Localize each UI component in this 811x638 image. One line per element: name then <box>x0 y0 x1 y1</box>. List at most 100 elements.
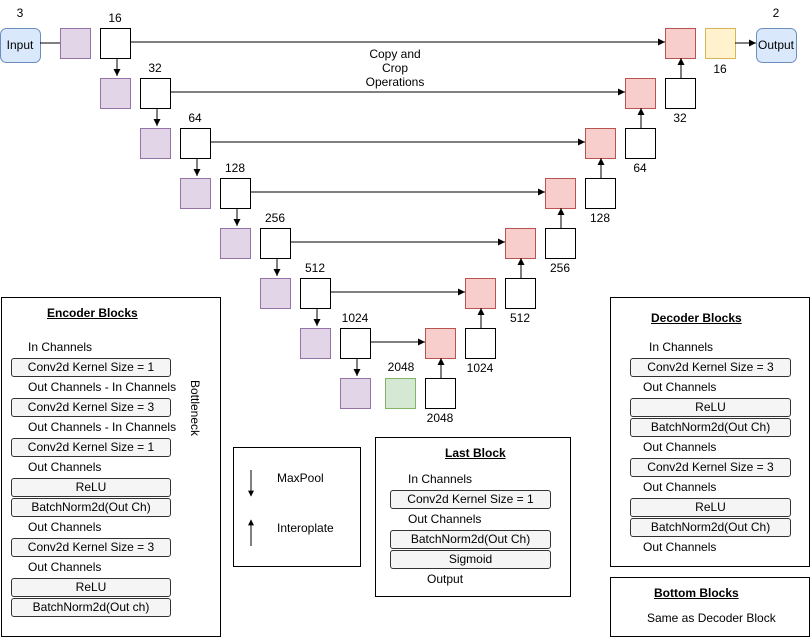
encoder-step-label: Out Channels <box>28 520 102 534</box>
encoder-channel-label: 128 <box>225 161 245 175</box>
last-step-label: In Channels <box>408 472 473 486</box>
decoder-channel-label: 1024 <box>467 361 494 375</box>
bottom-blocks-text: Same as Decoder Block <box>647 611 776 625</box>
decoder-step-label: Out Channels <box>643 380 717 394</box>
decoder-step-box: BatchNorm2d(Out Ch) <box>630 518 791 537</box>
encoder-channel-label: 32 <box>148 61 162 75</box>
maxpool-block <box>140 128 171 159</box>
decoder-step-box: BatchNorm2d(Out Ch) <box>630 418 791 437</box>
decoder-block <box>545 228 576 259</box>
encoder-block <box>180 128 211 159</box>
decoder-channel-label: 64 <box>633 161 647 175</box>
encoder-step-box: ReLU <box>11 578 171 597</box>
decoder-concat-block <box>505 228 536 259</box>
decoder-channel-label: 32 <box>673 111 687 125</box>
encoder-channel-label: 64 <box>188 111 202 125</box>
decoder-block <box>505 278 536 309</box>
decoder-block <box>465 328 496 359</box>
encoder-block <box>220 178 251 209</box>
copy-crop-label: Crop <box>382 61 408 75</box>
maxpool-block <box>260 278 291 309</box>
decoder-channel-label: 128 <box>590 211 610 225</box>
maxpool-block <box>60 28 91 59</box>
decoder-channel-label: 2048 <box>427 411 454 425</box>
decoder-step-label: Out Channels <box>643 540 717 554</box>
output-label: Output <box>758 38 795 52</box>
decoder-concat-block <box>665 28 696 59</box>
bottom-blocks-title: Bottom Blocks <box>654 586 739 600</box>
maxpool-block <box>100 78 131 109</box>
decoder-step-box: Conv2d Kernel Size = 3 <box>630 458 791 477</box>
last-step-label: Output <box>427 572 464 586</box>
decoder-block <box>665 78 696 109</box>
bottleneck-channel-label: 2048 <box>388 360 415 374</box>
encoder-step-box: Conv2d Kernel Size = 3 <box>11 538 171 557</box>
decoder-concat-block <box>425 328 456 359</box>
encoder-step-label: Out Channels - In Channels <box>28 380 177 394</box>
last-block-title: Last Block <box>445 446 506 460</box>
encoder-step-label: Out Channels <box>28 460 102 474</box>
encoder-channel-label: 256 <box>265 211 285 225</box>
encoder-step-label: In Channels <box>28 340 93 354</box>
bottleneck-label: Bottleneck <box>188 380 202 437</box>
input-channels-label: 3 <box>17 6 24 20</box>
encoder-block <box>140 78 171 109</box>
decoder-concat-block <box>585 128 616 159</box>
decoder-step-label: Out Channels <box>643 440 717 454</box>
decoder-step-box: ReLU <box>630 398 791 417</box>
maxpool-block <box>180 178 211 209</box>
decoder-channel-label: 256 <box>550 261 570 275</box>
encoder-blocks-title: Encoder Blocks <box>47 306 138 320</box>
maxpool-block <box>340 378 371 409</box>
interpolate-label: Interoplate <box>277 521 334 535</box>
decoder-step-label: In Channels <box>649 340 714 354</box>
output-node <box>756 28 797 63</box>
maxpool-label: MaxPool <box>277 471 324 485</box>
last-block-channel-label: 16 <box>713 62 727 76</box>
decoder-step-label: Out Channels <box>643 480 717 494</box>
encoder-block <box>100 28 131 59</box>
decoder-concat-block <box>465 278 496 309</box>
maxpool-block <box>220 228 251 259</box>
encoder-channel-label: 1024 <box>342 311 369 325</box>
encoder-step-box: ReLU <box>11 478 171 497</box>
output-channels-label: 2 <box>773 6 780 20</box>
arrow-legend: MaxPool Interoplate <box>233 447 361 567</box>
legend-arrows <box>248 470 254 546</box>
last-step-box: Conv2d Kernel Size = 1 <box>390 490 551 509</box>
encoder-block <box>260 228 291 259</box>
encoder-channel-label: 16 <box>108 11 122 25</box>
encoder-step-label: Out Channels - In Channels <box>28 420 177 434</box>
last-step-box: Sigmoid <box>390 550 551 569</box>
encoder-step-box: Conv2d Kernel Size = 3 <box>11 398 171 417</box>
decoder-block <box>425 378 456 409</box>
decoder-blocks-title: Decoder Blocks <box>651 311 742 325</box>
input-label: Input <box>7 38 34 52</box>
encoder-block <box>300 278 331 309</box>
encoder-step-box: Conv2d Kernel Size = 1 <box>11 358 171 377</box>
bottleneck-block <box>385 378 416 409</box>
input-node <box>0 28 41 63</box>
bottom-blocks-panel: Bottom Blocks Same as Decoder Block <box>610 577 810 637</box>
decoder-block <box>585 178 616 209</box>
last-step-box: BatchNorm2d(Out Ch) <box>390 530 551 549</box>
decoder-concat-block <box>545 178 576 209</box>
maxpool-block <box>300 328 331 359</box>
decoder-step-box: Conv2d Kernel Size = 3 <box>630 358 791 377</box>
encoder-step-box: Conv2d Kernel Size = 1 <box>11 438 171 457</box>
copy-crop-label: Copy and <box>369 47 420 61</box>
encoder-channel-label: 512 <box>305 261 325 275</box>
encoder-block <box>340 328 371 359</box>
decoder-channel-label: 512 <box>510 311 530 325</box>
last-block <box>705 28 736 59</box>
decoder-step-box: ReLU <box>630 498 791 517</box>
decoder-concat-block <box>625 78 656 109</box>
last-step-label: Out Channels <box>408 512 482 526</box>
encoder-step-box: BatchNorm2d(Out ch) <box>11 598 171 617</box>
copy-crop-label: Operations <box>366 75 425 89</box>
